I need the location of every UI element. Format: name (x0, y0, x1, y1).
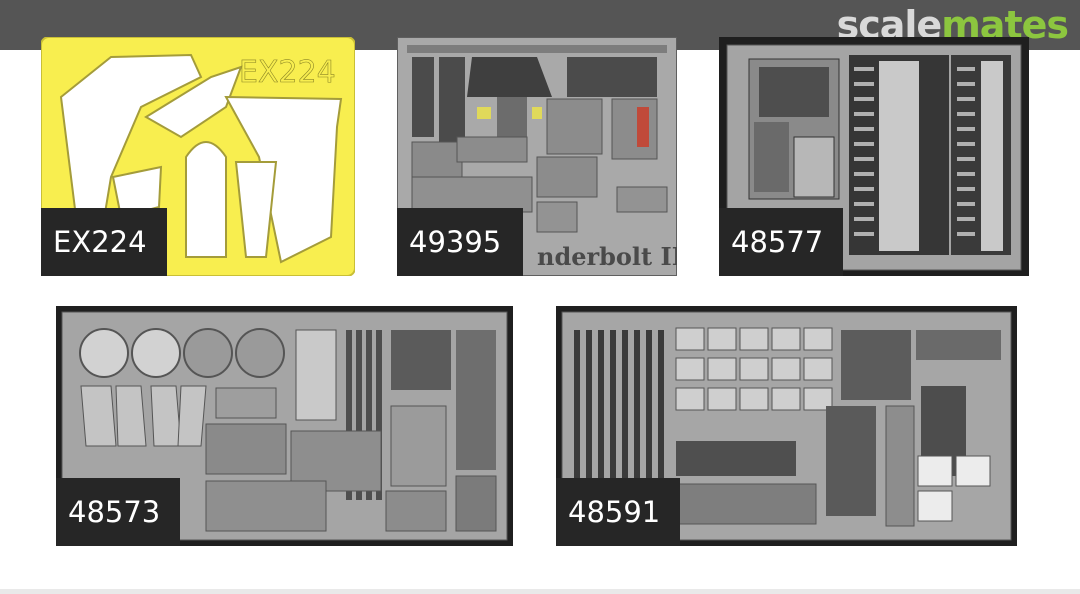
product-code-label: 48573 (56, 478, 180, 546)
bottom-divider (0, 589, 1080, 594)
product-code-label: 48577 (719, 208, 843, 276)
product-tile-48573[interactable]: 48573 (56, 306, 513, 546)
product-tile-48591[interactable]: 48591 (556, 306, 1017, 546)
mask-fret-text: EX224 (239, 55, 336, 90)
product-tile-48577[interactable]: 48577 (719, 37, 1029, 276)
photo-etch-fret-image (56, 306, 513, 546)
scalemates-logo[interactable]: scalemates (837, 2, 1069, 48)
product-tile-49395[interactable]: nderbolt II 49395 (397, 37, 677, 276)
product-code-label: 49395 (397, 208, 523, 276)
product-code-label: 48591 (556, 478, 680, 546)
fret-title-text: nderbolt II (537, 242, 677, 271)
product-tile-ex224[interactable]: EX224 EX224 (41, 37, 355, 276)
product-code-label: EX224 (41, 208, 167, 276)
